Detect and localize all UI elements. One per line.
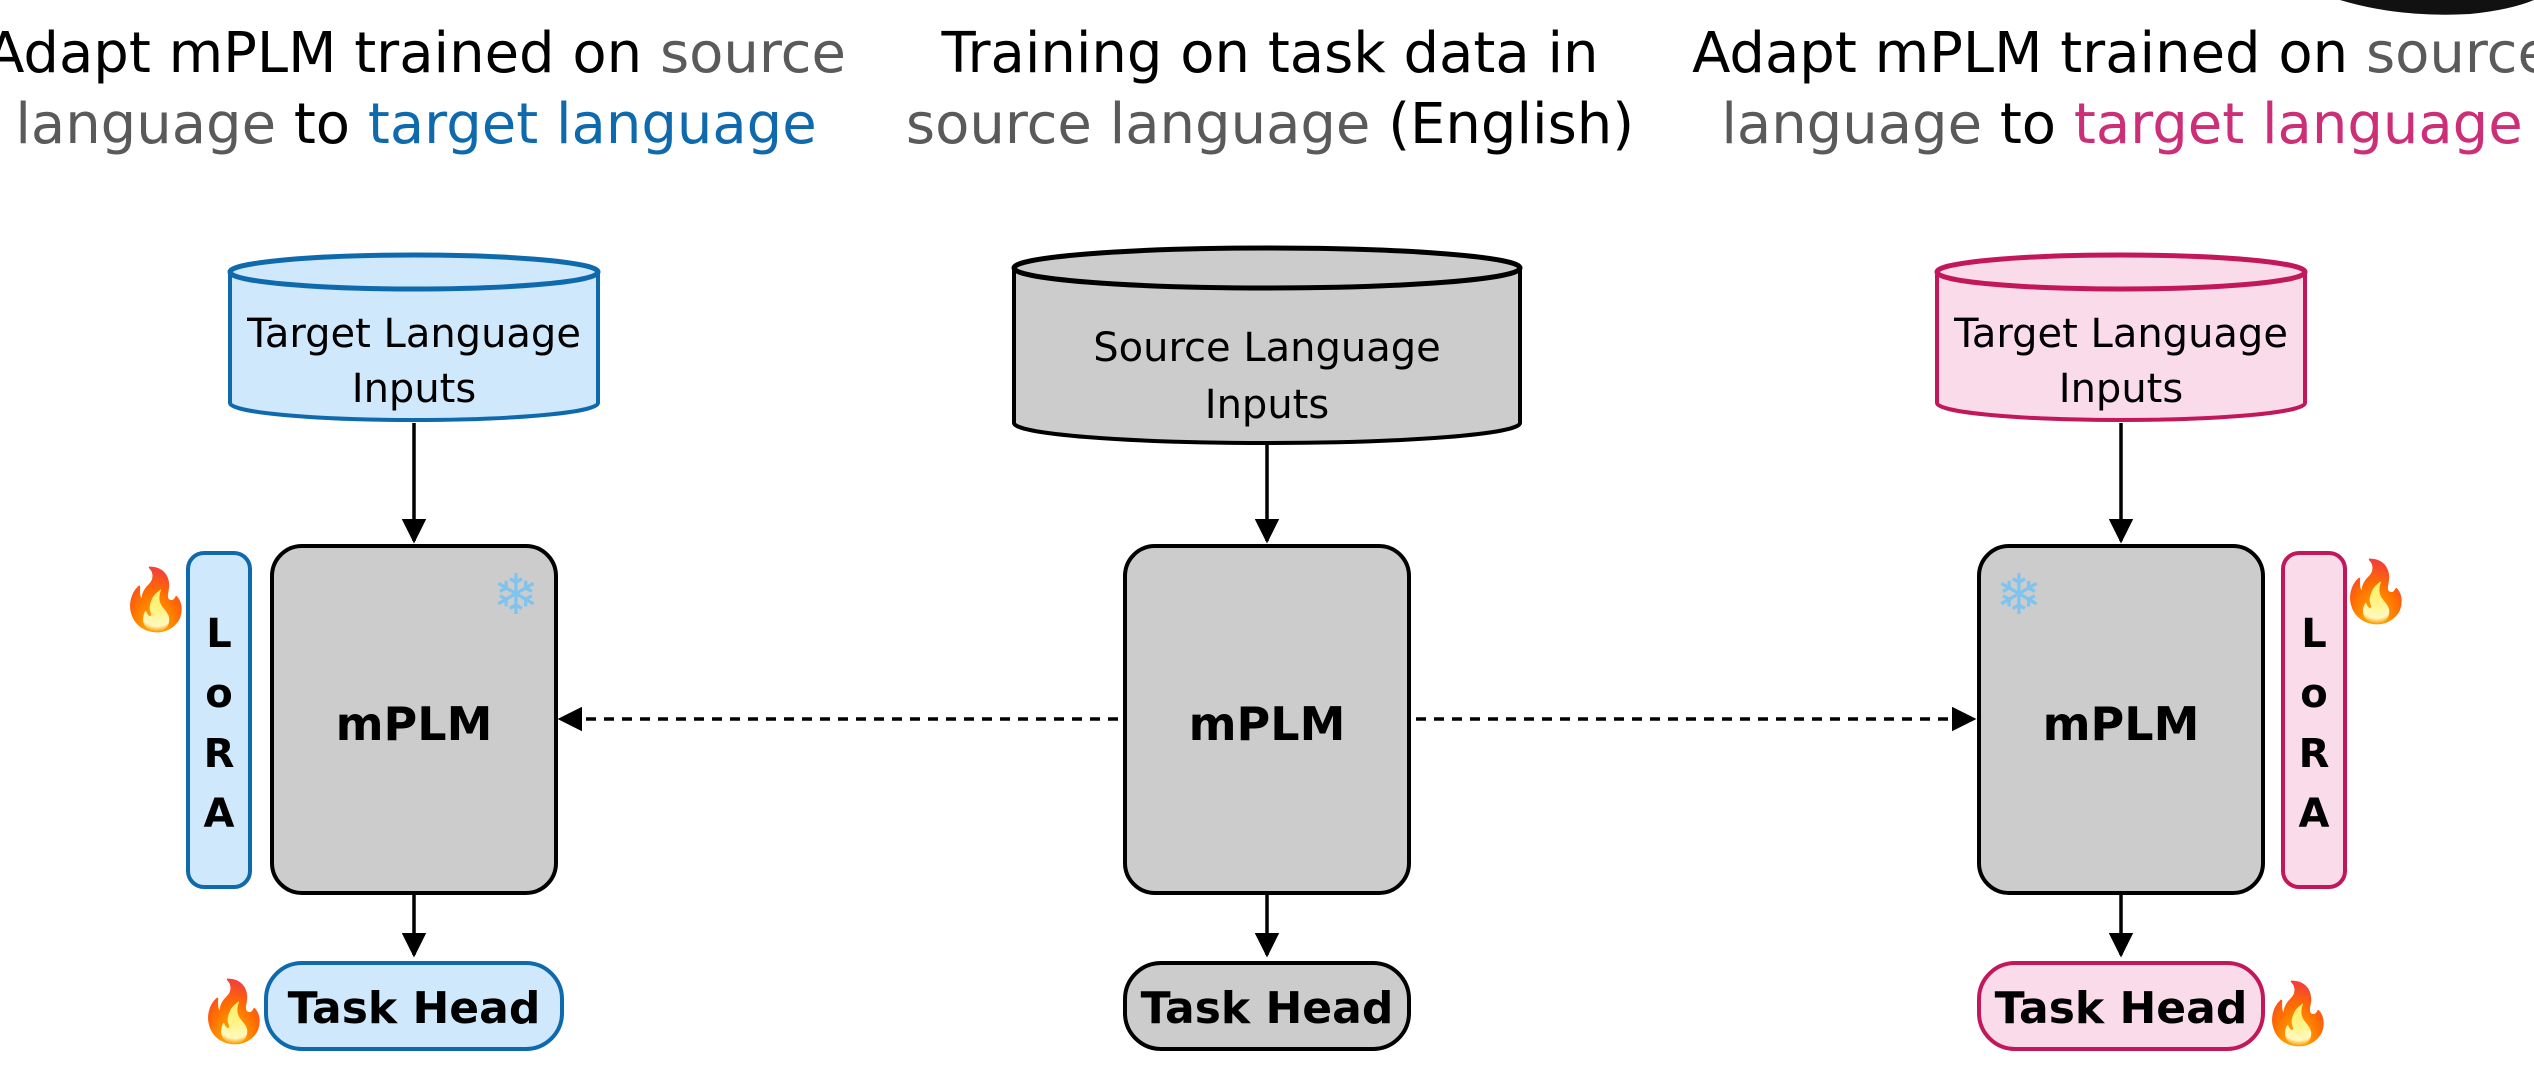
left-input-label-1: Target Language [246,311,581,357]
right-heading: Adapt mPLM trained on source language to… [1692,21,2534,157]
right-heading-language-word: language [1721,92,1982,157]
center-mplm-label: mPLM [1189,697,1346,751]
center-heading-line-1: Training on task data in [941,21,1599,86]
left-mplm-label: mPLM [336,697,493,751]
right-task-head: Task Head [1977,961,2265,1051]
right-mplm-label: mPLM [2043,697,2200,751]
fire-icon: 🔥 [2261,979,2336,1049]
left-input-cylinder: Target Language Inputs [227,252,601,422]
right-input-cylinder: Target Language Inputs [1934,252,2308,422]
right-input-label-1: Target Language [1953,311,2288,357]
center-task-head-label: Task Head [1141,983,1394,1034]
svg-text:Adapt mPLM trained on source: Adapt mPLM trained on source [1692,21,2534,86]
center-input-label-1: Source Language [1093,325,1441,371]
snowflake-icon: ❄ [1996,563,2043,628]
left-task-head: Task Head [264,961,564,1051]
left-heading-text-1a: Adapt mPLM trained on [0,21,660,86]
right-lora-letter-a: A [2299,791,2330,837]
center-input-label-2: Inputs [1205,382,1329,428]
right-heading-source-word: source [2366,21,2534,86]
center-heading: Training on task data in source language… [906,21,1634,157]
right-input-label-2: Inputs [2059,366,2183,412]
left-task-head-label: Task Head [288,983,541,1034]
svg-text:Adapt mPLM trained on source: Adapt mPLM trained on source [0,21,846,86]
corner-shape [2340,0,2534,15]
left-heading: Adapt mPLM trained on source language to… [0,21,846,157]
center-task-head: Task Head [1123,961,1411,1051]
center-heading-english: (English) [1370,92,1634,157]
fire-icon: 🔥 [119,565,194,635]
center-input-cylinder: Source Language Inputs [1011,245,1523,445]
left-heading-target-language: target language [368,92,817,157]
svg-text:language to target language: language to target language [15,92,816,157]
center-mplm-box: mPLM [1123,544,1411,895]
right-heading-text-1a: Adapt mPLM trained on [1692,21,2366,86]
left-lora-letter-r: R [204,731,235,777]
left-lora-letter-a: A [204,791,235,837]
left-input-label-2: Inputs [352,366,476,412]
right-lora-letter-l: L [2301,611,2327,657]
right-lora-adapter: L o R A [2281,551,2347,889]
right-lora-letter-r: R [2299,731,2330,777]
left-heading-to-word: to [276,92,368,157]
right-task-head-label: Task Head [1995,983,2248,1034]
center-heading-source-language: source language [906,92,1371,157]
left-heading-source-word: source [660,21,846,86]
right-lora-letter-o: o [2300,671,2327,717]
left-lora-letter-l: L [206,611,232,657]
left-mplm-box: mPLM [270,544,558,895]
right-mplm-box: mPLM [1977,544,2265,895]
fire-icon: 🔥 [197,977,272,1047]
left-lora-adapter: L o R A [186,551,252,889]
svg-text:source language (English): source language (English) [906,92,1634,157]
snowflake-icon: ❄ [493,563,540,628]
left-lora-letter-o: o [205,671,232,717]
fire-icon: 🔥 [2339,557,2414,627]
right-heading-to-word: to [1982,92,2074,157]
right-heading-target-language: target language [2074,92,2523,157]
svg-text:language to target language: language to target language [1721,92,2522,157]
left-heading-language-word: language [15,92,276,157]
